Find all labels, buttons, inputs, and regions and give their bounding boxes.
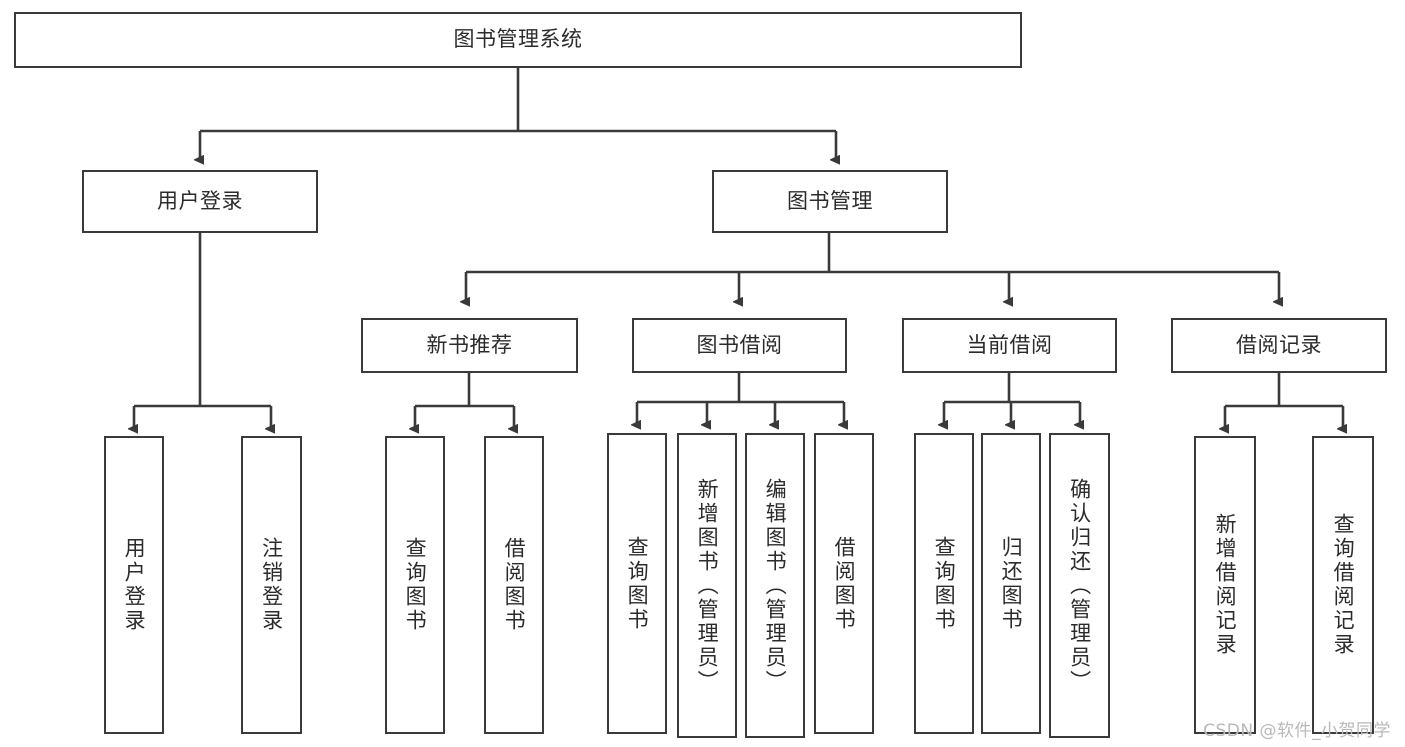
node-leaf-borrow-book-1[interactable]: 借阅图书: [484, 436, 544, 734]
node-book-borrow[interactable]: 图书借阅: [632, 318, 847, 373]
node-leaf-add-borrow-record[interactable]: 新增借阅记录: [1194, 436, 1256, 734]
node-current-borrow[interactable]: 当前借阅: [902, 318, 1117, 373]
node-label: 查询图书: [932, 535, 957, 632]
node-label: 借阅图书: [832, 535, 857, 632]
node-leaf-query-book-3[interactable]: 查询图书: [914, 433, 974, 734]
node-label: 图书管理系统: [453, 27, 583, 52]
node-leaf-user-login[interactable]: 用户登录: [104, 436, 164, 734]
node-leaf-edit-book-admin[interactable]: 编辑图书（管理员）: [745, 433, 805, 738]
node-book-management[interactable]: 图书管理: [712, 170, 948, 233]
node-label: 查询借阅记录: [1331, 513, 1356, 657]
node-label: 注销登录: [259, 537, 284, 633]
node-label: 用户登录: [157, 188, 243, 213]
node-leaf-return-book[interactable]: 归还图书: [981, 433, 1041, 734]
node-label: 查询图书: [625, 535, 650, 632]
node-leaf-query-borrow-record[interactable]: 查询借阅记录: [1312, 436, 1374, 734]
node-label: 借阅图书: [502, 537, 527, 633]
node-new-book-recommend[interactable]: 新书推荐: [361, 318, 578, 373]
node-label: 图书借阅: [696, 332, 783, 357]
node-label: 归还图书: [999, 535, 1024, 632]
node-leaf-logout-login[interactable]: 注销登录: [241, 436, 302, 734]
node-leaf-add-book-admin[interactable]: 新增图书（管理员）: [677, 433, 737, 738]
node-label: 查询图书: [403, 537, 428, 633]
node-label: 图书管理: [787, 188, 873, 213]
node-borrow-record[interactable]: 借阅记录: [1171, 318, 1387, 373]
csdn-watermark: CSDN @软件_小贺同学: [1203, 721, 1391, 741]
node-label: 借阅记录: [1236, 332, 1322, 357]
node-label: 编辑图书（管理员）: [763, 477, 788, 694]
node-label: 新增借阅记录: [1213, 513, 1238, 657]
node-label: 新增图书（管理员）: [695, 477, 720, 694]
node-label: 确认归还（管理员）: [1067, 477, 1092, 694]
node-leaf-confirm-return-admin[interactable]: 确认归还（管理员）: [1049, 433, 1110, 738]
node-leaf-query-book-1[interactable]: 查询图书: [385, 436, 445, 734]
node-root-book-management-system[interactable]: 图书管理系统: [14, 12, 1022, 68]
node-label: 新书推荐: [426, 332, 513, 357]
node-label: 当前借阅: [966, 332, 1053, 357]
node-user-login[interactable]: 用户登录: [82, 170, 318, 233]
node-leaf-borrow-book-2[interactable]: 借阅图书: [814, 433, 874, 734]
node-leaf-query-book-2[interactable]: 查询图书: [607, 433, 667, 734]
node-label: 用户登录: [122, 537, 147, 633]
